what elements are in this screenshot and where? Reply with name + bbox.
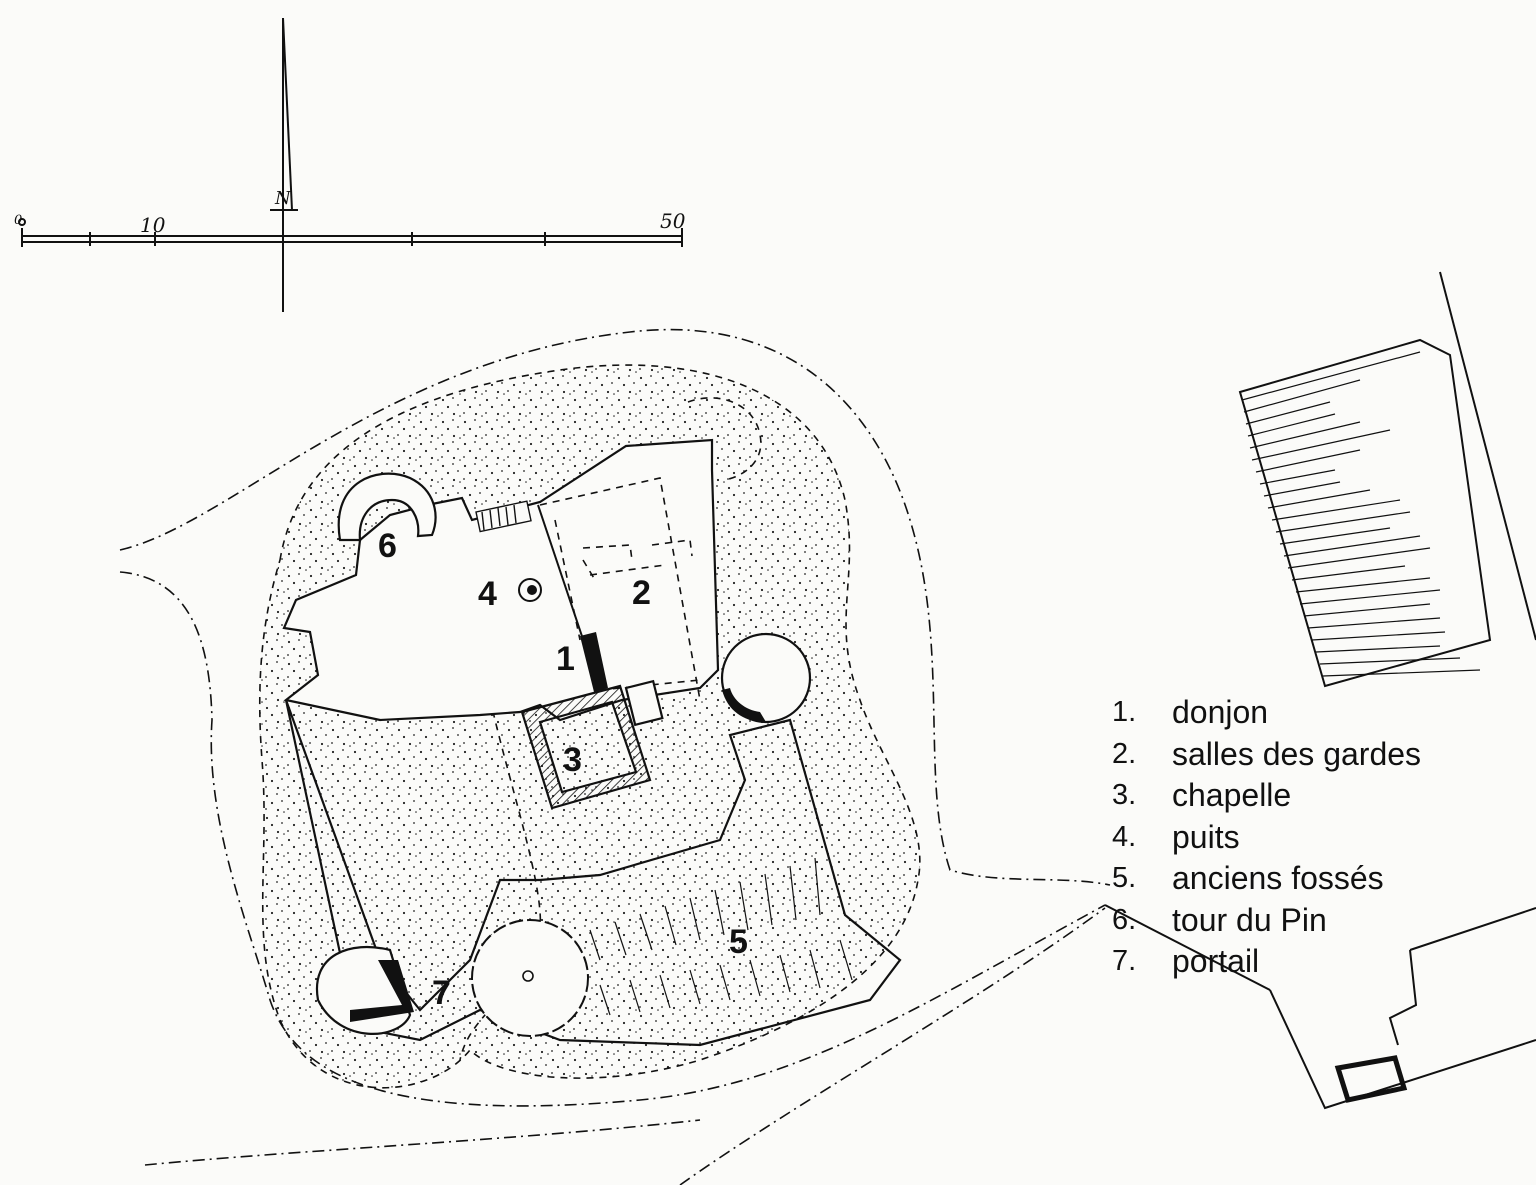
legend-label: salles des gardes xyxy=(1172,735,1422,772)
scale-bar xyxy=(18,218,683,247)
neighbouring-building xyxy=(1238,271,1536,688)
legend-label: donjon xyxy=(1172,694,1269,731)
plan-number-4: 4 xyxy=(478,575,497,613)
legend-number: 6. xyxy=(1112,903,1137,936)
lower-right-buildings xyxy=(1104,904,1536,1110)
chapelle xyxy=(520,684,652,810)
legend-number: 4. xyxy=(1112,820,1137,853)
chapelle-annex xyxy=(624,679,664,727)
legend-item: 1. donjon xyxy=(1112,692,1512,734)
plan-number-2: 2 xyxy=(632,574,651,612)
legend-item: 3. chapelle xyxy=(1112,775,1512,817)
well-icon xyxy=(518,578,542,602)
plan-number-3: 3 xyxy=(563,741,582,779)
north-arrow-icon xyxy=(270,17,298,312)
tower-6 xyxy=(337,472,437,542)
castle-walls xyxy=(282,438,902,1047)
legend-number: 5. xyxy=(1112,862,1137,895)
legend-item: 6. tour du Pin xyxy=(1112,900,1512,942)
plan-number-1: 1 xyxy=(556,640,575,678)
old-ditch-hachures xyxy=(589,857,853,1016)
legend-label: tour du Pin xyxy=(1172,901,1327,938)
legend-number: 3. xyxy=(1112,779,1137,812)
legend-item: 4. puits xyxy=(1112,817,1512,859)
tree-icon xyxy=(471,919,589,1037)
scale-mid-label: 10 xyxy=(140,213,166,237)
legend-item: 5. anciens fossés xyxy=(1112,858,1512,900)
legend-item: 7. portail xyxy=(1112,941,1512,983)
scale-end-label: 50 xyxy=(660,209,686,233)
inner-dashed-path xyxy=(459,659,542,1061)
tower-east-dark-wall xyxy=(722,688,766,722)
legend-item: 2. salles des gardes xyxy=(1112,734,1512,776)
legend-label: portail xyxy=(1172,943,1260,980)
small-outbuilding xyxy=(1334,1055,1408,1103)
staircase xyxy=(475,500,532,533)
plan-number-7: 7 xyxy=(432,974,451,1012)
legend-label: anciens fossés xyxy=(1172,860,1384,897)
north-label: N xyxy=(274,188,292,209)
legend-number: 2. xyxy=(1112,737,1137,770)
legend-label: chapelle xyxy=(1172,777,1292,814)
plan-number-6: 6 xyxy=(378,527,397,565)
tower-7-dark-wall xyxy=(350,960,414,1022)
legend-number: 7. xyxy=(1112,945,1137,978)
legend: 1. donjon 2. salles des gardes 3. chapel… xyxy=(1112,692,1512,983)
plan-number-5: 5 xyxy=(729,923,748,961)
legend-number: 1. xyxy=(1112,696,1137,729)
donjon xyxy=(580,632,608,692)
tower-northeast xyxy=(687,397,762,481)
legend-label: puits xyxy=(1172,818,1240,855)
site-boundary xyxy=(119,328,1111,1185)
scale-start-label: 0 xyxy=(14,213,22,228)
